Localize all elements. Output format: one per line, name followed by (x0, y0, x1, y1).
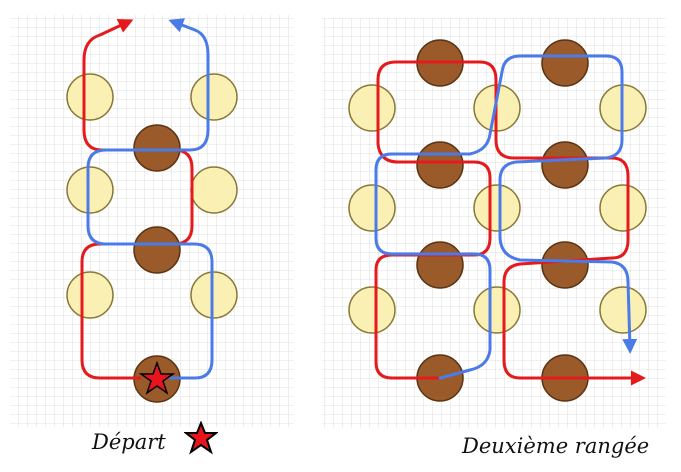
red-thread (80, 18, 194, 380)
yellow-bead (66, 166, 114, 214)
brown-bead (541, 141, 589, 189)
brown-bead (541, 39, 589, 87)
yellow-bead (348, 84, 396, 132)
brown-bead (416, 241, 464, 289)
start-caption: Départ (92, 430, 166, 454)
blue-thread (86, 18, 214, 380)
yellow-beads (66, 73, 238, 319)
yellow-beads (348, 84, 647, 334)
yellow-bead (190, 166, 238, 214)
yellow-bead (66, 73, 114, 121)
second-row-caption: Deuxième rangée (462, 434, 650, 458)
brown-bead (133, 226, 181, 274)
left-panel (10, 15, 294, 427)
red-star-icon (184, 421, 218, 455)
yellow-bead (190, 73, 238, 121)
yellow-bead (599, 184, 647, 232)
brown-bead (416, 141, 464, 189)
blue-thread (374, 54, 638, 380)
start-star-icon (138, 360, 176, 395)
yellow-bead (348, 286, 396, 334)
yellow-bead (473, 286, 521, 334)
brown-bead (541, 241, 589, 289)
yellow-bead (348, 184, 396, 232)
brown-bead (133, 124, 181, 172)
yellow-bead (190, 271, 238, 319)
yellow-bead (66, 271, 114, 319)
right-panel (322, 18, 666, 428)
yellow-bead (473, 184, 521, 232)
yellow-bead (599, 286, 647, 334)
